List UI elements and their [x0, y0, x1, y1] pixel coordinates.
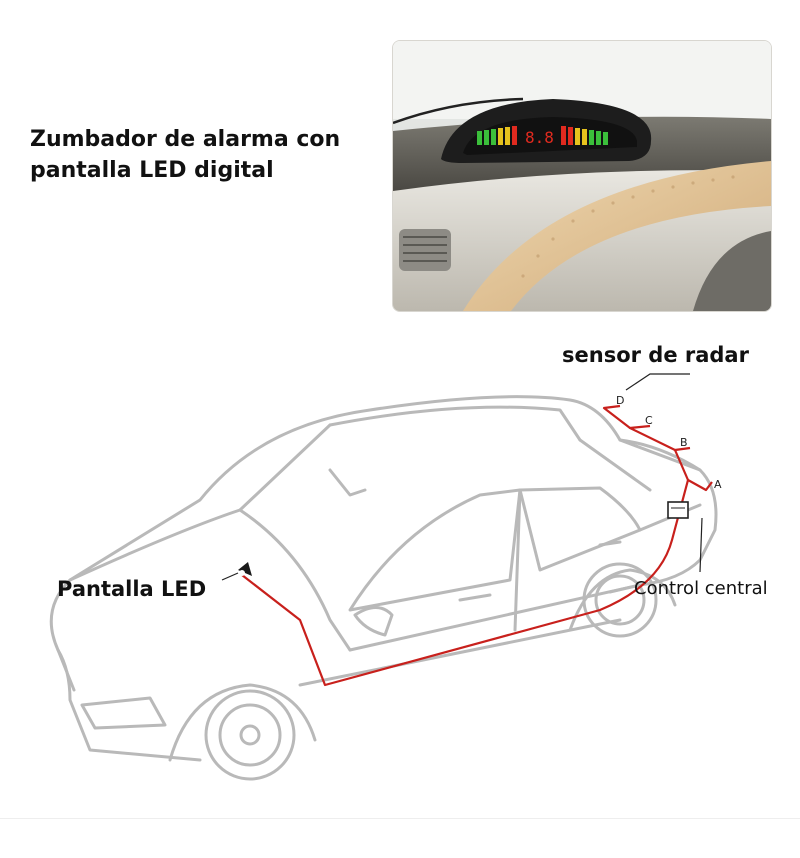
sensor-label-a: A — [714, 478, 722, 491]
dashboard-photo-drawing: 8.8 — [393, 41, 771, 311]
sensor-label-d: D — [616, 394, 624, 407]
sensor-label-c: C — [645, 414, 653, 427]
headline: Zumbador de alarma con pantalla LED digi… — [30, 127, 341, 183]
display-unit-photo: 8.8 — [392, 40, 772, 312]
bottom-divider — [0, 818, 800, 819]
leader-lines — [221, 373, 703, 581]
steering-wheel — [463, 161, 771, 311]
air-vent — [399, 229, 451, 271]
led-digits: 8.8 — [525, 128, 554, 147]
car-outline — [49, 395, 718, 781]
led-display-unit: 8.8 — [441, 99, 652, 163]
car-wiring-diagram: D C B A — [49, 373, 722, 781]
led-display-marker — [238, 562, 252, 576]
wiring-harness — [241, 404, 713, 687]
radar-sensor-label: sensor de radar — [562, 343, 749, 367]
control-unit-box — [667, 501, 689, 519]
led-display-label: Pantalla LED — [57, 577, 207, 601]
sensor-label-b: B — [680, 436, 688, 449]
control-unit-label: Control central — [634, 578, 768, 599]
